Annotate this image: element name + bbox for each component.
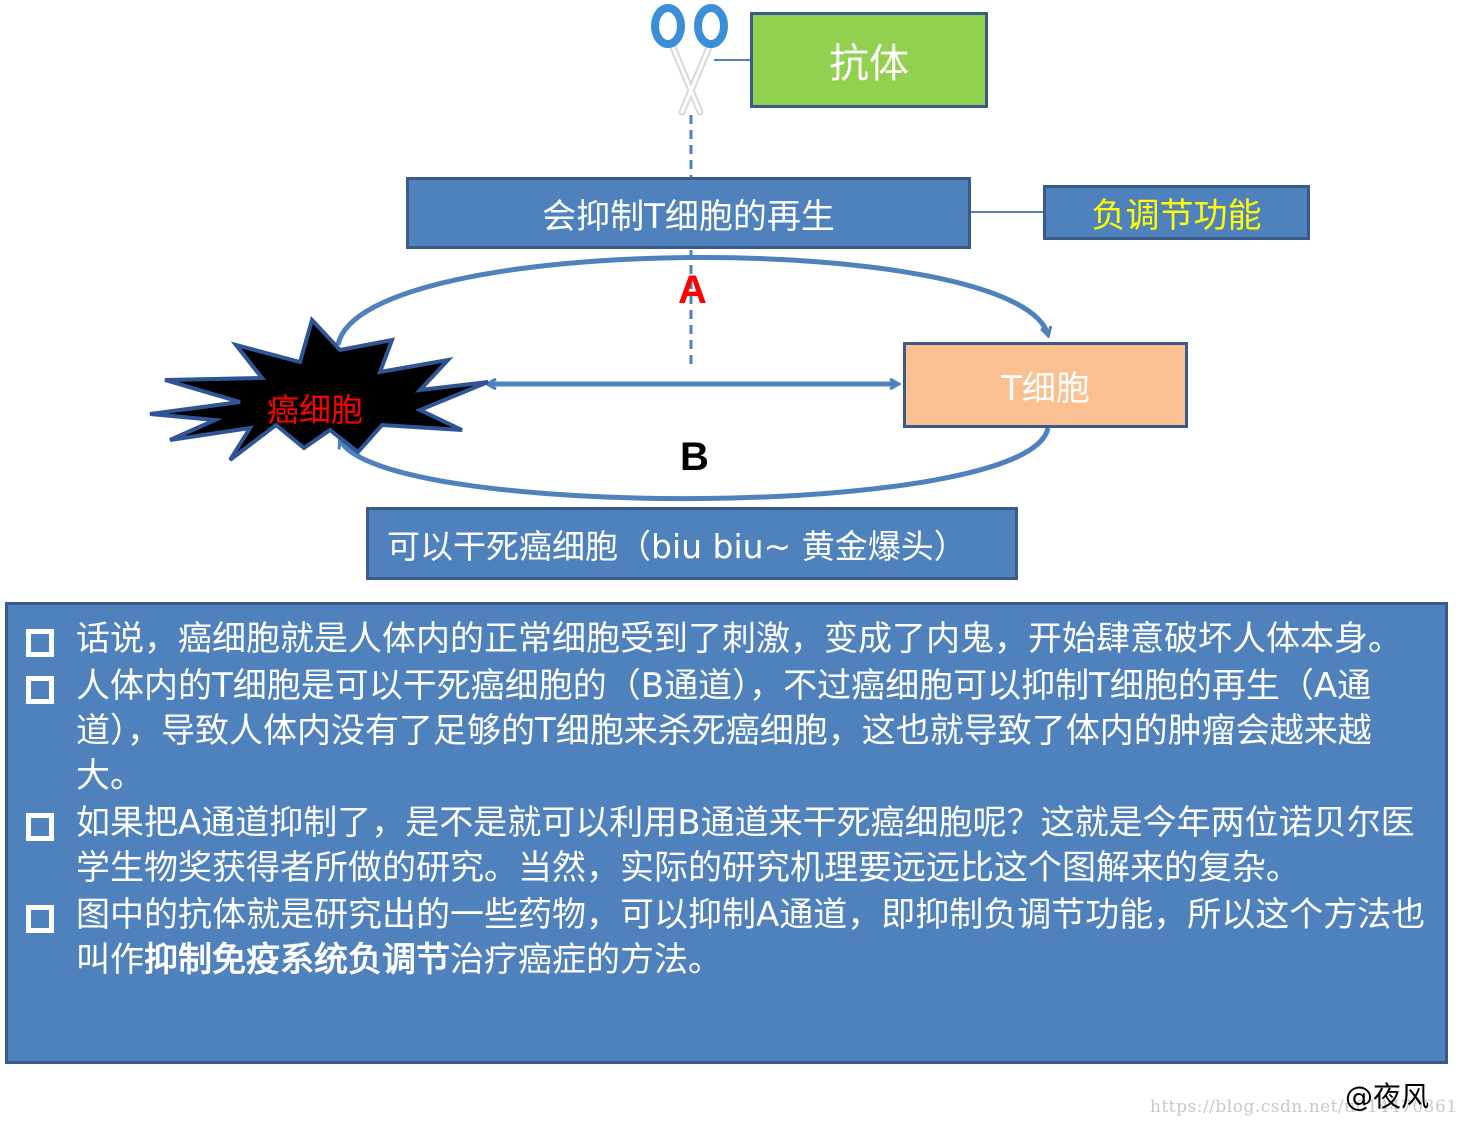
antibody-label: 抗体 [829, 31, 909, 89]
negative-regulation-box: 负调节功能 [1043, 185, 1310, 240]
square-bullet-icon [26, 676, 54, 704]
channel-b-label: B [680, 435, 709, 480]
square-bullet-icon [26, 629, 54, 657]
bullet-text-after: 治疗癌症的方法。 [450, 940, 722, 980]
square-bullet-icon [26, 905, 54, 933]
list-item: 话说，癌细胞就是人体内的正常细胞受到了刺激，变成了内鬼，开始肆意破坏人体本身。 [26, 617, 1427, 662]
inhibit-regeneration-label: 会抑制T细胞的再生 [542, 189, 835, 238]
cancer-cell-label: 癌细胞 [250, 385, 380, 431]
scissors-icon [655, 8, 724, 112]
bullet-text: 如果把A通道抑制了，是不是就可以利用B通道来干死癌细胞呢？这就是今年两位诺贝尔医… [76, 801, 1427, 891]
inhibit-regeneration-box: 会抑制T细胞的再生 [406, 177, 971, 249]
bullet-text-bold: 抑制免疫系统负调节 [144, 940, 450, 980]
list-item: 图中的抗体就是研究出的一些药物，可以抑制A通道，即抑制负调节功能，所以这个方法也… [26, 893, 1427, 983]
explanation-panel: 话说，癌细胞就是人体内的正常细胞受到了刺激，变成了内鬼，开始肆意破坏人体本身。 … [5, 602, 1448, 1064]
antibody-box: 抗体 [750, 12, 988, 108]
channel-a-label: A [678, 268, 707, 313]
author-signature: @夜风 [1345, 1075, 1429, 1115]
t-cell-label: T细胞 [1001, 361, 1090, 410]
kill-cancer-box: 可以干死癌细胞（biu biu~ 黄金爆头） [366, 507, 1018, 580]
square-bullet-icon [26, 813, 54, 841]
bullet-text: 人体内的T细胞是可以干死癌细胞的（B通道），不过癌细胞可以抑制T细胞的再生（A通… [76, 664, 1427, 799]
kill-cancer-label: 可以干死癌细胞（biu biu~ 黄金爆头） [387, 520, 967, 568]
bullet-text: 话说，癌细胞就是人体内的正常细胞受到了刺激，变成了内鬼，开始肆意破坏人体本身。 [76, 617, 1402, 662]
bullet-text: 图中的抗体就是研究出的一些药物，可以抑制A通道，即抑制负调节功能，所以这个方法也… [76, 893, 1427, 983]
list-item: 人体内的T细胞是可以干死癌细胞的（B通道），不过癌细胞可以抑制T细胞的再生（A通… [26, 664, 1427, 799]
t-cell-box: T细胞 [903, 342, 1188, 428]
list-item: 如果把A通道抑制了，是不是就可以利用B通道来干死癌细胞呢？这就是今年两位诺贝尔医… [26, 801, 1427, 891]
negative-regulation-label: 负调节功能 [1092, 188, 1262, 237]
